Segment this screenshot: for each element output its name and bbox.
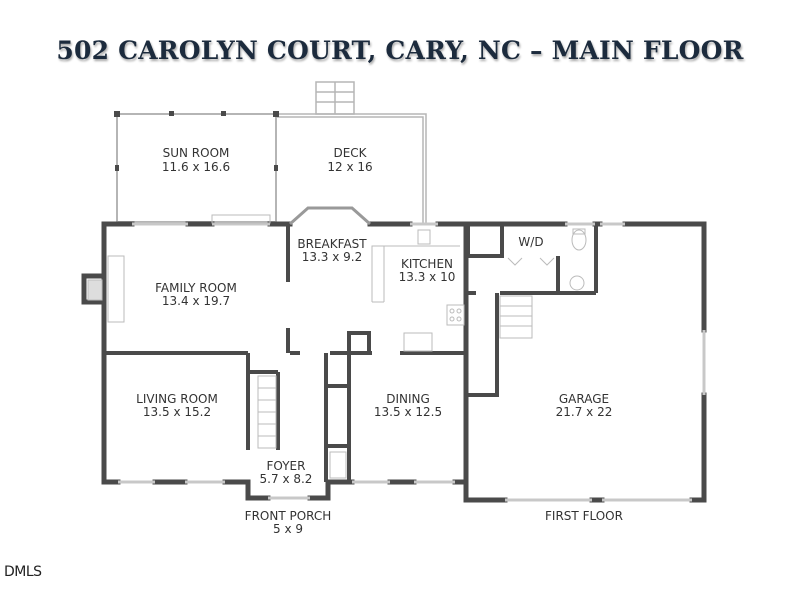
- fixtures: [87, 214, 587, 479]
- room-name-family-room: FAMILY ROOM: [155, 281, 237, 295]
- room-size-garage: 21.7 x 22: [556, 405, 613, 419]
- room-size-sun-room: 11.6 x 16.6: [162, 160, 230, 174]
- room-name-wd: W/D: [518, 235, 543, 249]
- room-size-family-room: 13.4 x 19.7: [162, 294, 230, 308]
- room-labels: SUN ROOM 11.6 x 16.6 DECK 12 x 16 BREAKF…: [136, 146, 623, 536]
- room-name-deck: DECK: [333, 146, 367, 160]
- room-name-living-room: LIVING ROOM: [136, 392, 218, 406]
- room-size-dining: 13.5 x 12.5: [374, 405, 442, 419]
- room-name-dining: DINING: [386, 392, 430, 406]
- room-size-kitchen: 13.3 x 10: [399, 270, 456, 284]
- mls-watermark: DMLS: [4, 564, 42, 580]
- room-size-breakfast: 13.3 x 9.2: [302, 250, 363, 264]
- room-size-living-room: 13.5 x 15.2: [143, 405, 211, 419]
- bay-window: [289, 206, 371, 226]
- room-name-breakfast: BREAKFAST: [297, 237, 367, 251]
- deck-outline: [276, 81, 427, 224]
- room-name-sun-room: SUN ROOM: [163, 146, 230, 160]
- floor-label: FIRST FLOOR: [545, 509, 623, 523]
- floorplan-title: 502 CAROLYN COURT, CARY, NC – MAIN FLOOR: [56, 36, 744, 65]
- interior-walls: [104, 224, 598, 482]
- room-size-deck: 12 x 16: [327, 160, 372, 174]
- room-size-front-porch: 5 x 9: [273, 522, 303, 536]
- exterior-walls: [81, 221, 707, 503]
- room-name-kitchen: KITCHEN: [401, 257, 453, 271]
- windows: [118, 222, 706, 502]
- room-name-front-porch: FRONT PORCH: [245, 509, 332, 523]
- room-name-garage: GARAGE: [559, 392, 609, 406]
- room-size-foyer: 5.7 x 8.2: [260, 472, 313, 486]
- room-name-foyer: FOYER: [267, 459, 306, 473]
